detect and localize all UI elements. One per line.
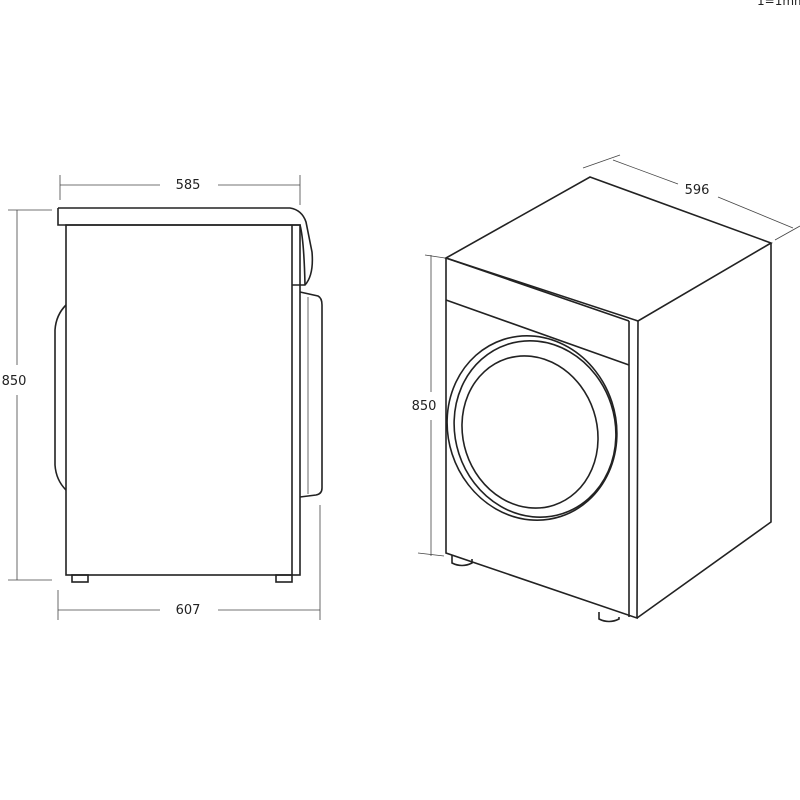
iso-side-face xyxy=(636,243,772,619)
side-top-panel xyxy=(58,207,314,286)
iso-foot-left xyxy=(451,555,473,567)
iso-foot-right xyxy=(598,612,620,623)
side-rear-bulge xyxy=(54,304,67,491)
side-door-bump xyxy=(299,291,323,498)
iso-front-face xyxy=(445,258,639,620)
side-body xyxy=(65,224,301,576)
scale-note: 1=1mm xyxy=(757,0,800,8)
dim-iso-height: 850 xyxy=(412,399,437,414)
dim-side-height: 850 xyxy=(2,374,27,389)
iso-door-outer xyxy=(446,335,618,521)
iso-view: 596 850 xyxy=(412,154,800,623)
dim-iso-width: 596 xyxy=(685,183,710,198)
side-view: 585 850 607 xyxy=(2,175,323,620)
side-foot-front xyxy=(275,574,293,583)
side-foot-rear xyxy=(71,574,89,583)
dim-total-depth: 607 xyxy=(176,603,201,618)
iso-door-glass xyxy=(461,355,599,509)
dim-top-depth: 585 xyxy=(176,178,201,193)
